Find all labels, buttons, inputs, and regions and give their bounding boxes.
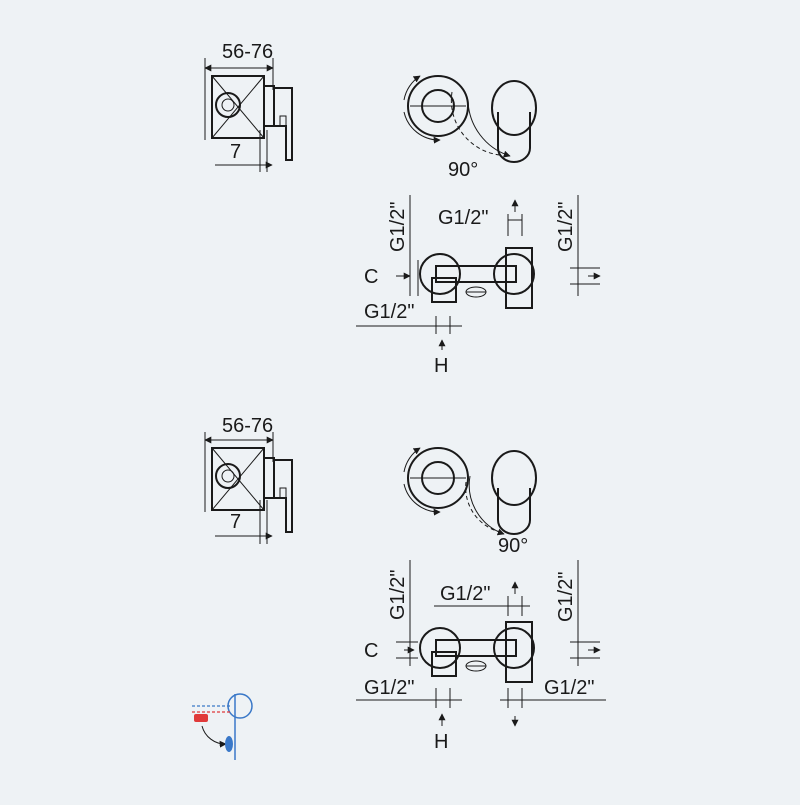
bottom-cold-label: C <box>364 640 378 662</box>
top-side-width-label: 56-76 <box>222 41 273 63</box>
top-rotation-label: 90° <box>448 159 478 181</box>
top-left-vertical-label: G1/2" <box>387 202 409 252</box>
top-bottom-left-label: G1/2" <box>364 301 414 323</box>
bottom-right-vertical-label: G1/2" <box>555 572 577 622</box>
bottom-side-width-label: 56-76 <box>222 415 273 437</box>
bottom-pipe-view: C G1/2" G1/2" G1/2" G1/2" G1/2" H <box>356 560 606 753</box>
bottom-bottom-right-label: G1/2" <box>544 677 594 699</box>
bottom-side-view: 56-76 7 <box>204 415 293 544</box>
top-pipe-view: C G1/2" G1/2" G1/2" G1/2" H <box>356 195 601 377</box>
top-front-view: 90° <box>403 75 537 181</box>
bottom-bottom-left-label: G1/2" <box>364 677 414 699</box>
bottom-left-vertical-label: G1/2" <box>387 570 409 620</box>
top-cold-label: C <box>364 266 378 288</box>
top-side-depth-label: 7 <box>230 141 241 163</box>
bottom-front-view: 90° <box>403 447 537 557</box>
top-right-vertical-label: G1/2" <box>555 202 577 252</box>
bottom-rotation-label: 90° <box>498 535 528 557</box>
bottom-side-depth-label: 7 <box>230 511 241 533</box>
top-side-view: 56-76 7 <box>204 41 293 172</box>
top-hot-label: H <box>434 355 448 377</box>
single-lever-mixer-icon <box>192 693 253 760</box>
top-top-pipe-label: G1/2" <box>438 207 488 229</box>
bottom-top-pipe-label: G1/2" <box>440 583 490 605</box>
bottom-hot-label: H <box>434 731 448 753</box>
